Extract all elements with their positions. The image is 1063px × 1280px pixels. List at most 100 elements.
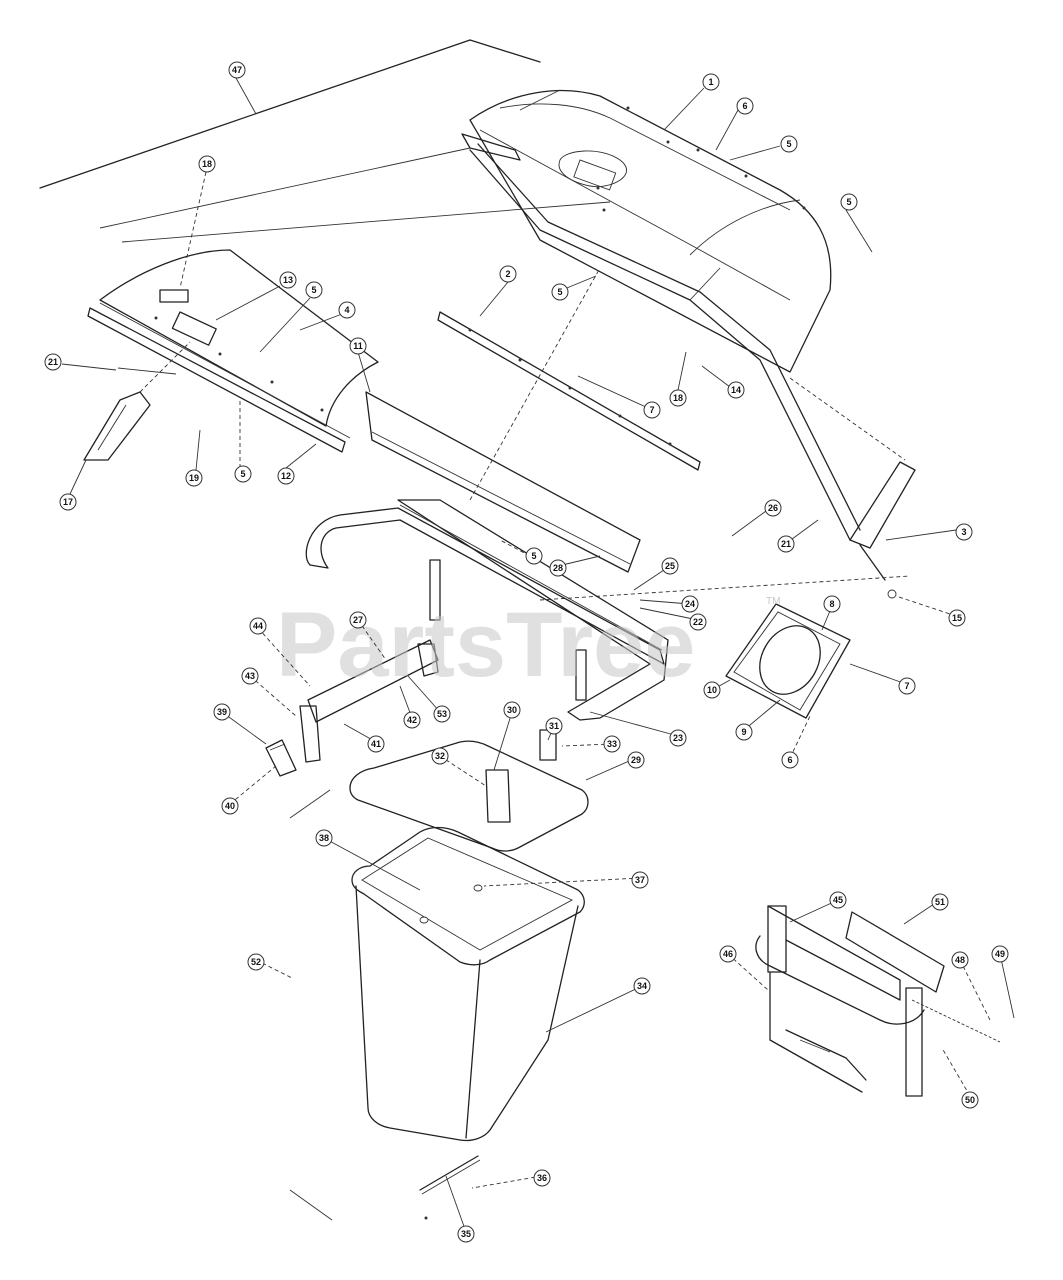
- callout-label: 39: [217, 707, 227, 717]
- callout-27: 27: [349, 611, 367, 629]
- callout-label: 37: [635, 875, 645, 885]
- callout-23: 23: [669, 729, 687, 747]
- callout-label: 42: [407, 715, 417, 725]
- callout-label: 53: [437, 709, 447, 719]
- watermark-trademark: TM: [766, 596, 780, 607]
- callout-label: 1: [708, 77, 713, 87]
- callout-label: 5: [311, 285, 316, 295]
- part-45-bracket-assembly: [755, 905, 1001, 1097]
- callout-21: 21: [44, 353, 62, 371]
- callout-3: 3: [955, 523, 973, 541]
- callout-circle: [703, 681, 721, 699]
- misc-lines: [117, 367, 333, 1221]
- callout-circle: [780, 135, 798, 153]
- callout-5: 5: [780, 135, 798, 153]
- callout-52: 52: [247, 953, 265, 971]
- leader-lines: [61, 77, 1015, 1233]
- callout-label: 5: [846, 197, 851, 207]
- callout-circle: [545, 717, 563, 735]
- callout-label: 34: [637, 981, 647, 991]
- callout-circle: [503, 701, 521, 719]
- callout-circle: [898, 677, 916, 695]
- callout-label: 5: [786, 139, 791, 149]
- callout-circle: [549, 559, 567, 577]
- callout-circle: [349, 611, 367, 629]
- callout-13: 13: [279, 271, 297, 289]
- callout-5: 5: [525, 547, 543, 565]
- callout-circle: [338, 301, 356, 319]
- callout-label: 15: [952, 613, 962, 623]
- callout-label: 22: [693, 617, 703, 627]
- callout-circle: [727, 381, 745, 399]
- callout-label: 27: [353, 615, 363, 625]
- callout-circle: [633, 977, 651, 995]
- callout-51: 51: [931, 893, 949, 911]
- callout-34: 34: [633, 977, 651, 995]
- callout-label: 2: [505, 269, 510, 279]
- callout-label: 52: [251, 957, 261, 967]
- callout-label: 21: [781, 539, 791, 549]
- callout-circle: [736, 97, 754, 115]
- callout-circle: [603, 735, 621, 753]
- part-1-lid: [461, 89, 861, 541]
- callout-circle: [525, 547, 543, 565]
- callout-40: 40: [221, 797, 239, 815]
- callout-21: 21: [777, 535, 795, 553]
- callout-25: 25: [661, 557, 679, 575]
- callout-label: 18: [673, 393, 683, 403]
- callout-circle: [213, 703, 231, 721]
- callout-circle: [702, 73, 720, 91]
- callout-label: 31: [549, 721, 559, 731]
- callout-label: 50: [965, 1095, 975, 1105]
- callout-39: 39: [213, 703, 231, 721]
- part-42-crossbar: [299, 639, 439, 763]
- callout-label: 33: [607, 739, 617, 749]
- callout-label: 32: [435, 751, 445, 761]
- callout-circle: [221, 797, 239, 815]
- callout-label: 19: [189, 473, 199, 483]
- callout-42: 42: [403, 711, 421, 729]
- callout-label: 43: [245, 671, 255, 681]
- callout-circle: [719, 945, 737, 963]
- callout-48: 48: [951, 951, 969, 969]
- part-29-bag-frame: [349, 729, 589, 852]
- callout-circle: [247, 953, 265, 971]
- callout-35: 35: [457, 1225, 475, 1243]
- callout-circle: [689, 613, 707, 631]
- callout-label: 25: [665, 561, 675, 571]
- callout-label: 8: [829, 599, 834, 609]
- callout-circle: [305, 281, 323, 299]
- callout-label: 17: [63, 497, 73, 507]
- part-3-bracket: [539, 377, 916, 601]
- part-35-rod: [419, 1155, 481, 1220]
- callout-30: 30: [503, 701, 521, 719]
- callout-45: 45: [829, 891, 847, 909]
- callout-5: 5: [840, 193, 858, 211]
- callout-7: 7: [643, 401, 661, 419]
- callout-4: 4: [338, 301, 356, 319]
- callout-43: 43: [241, 667, 259, 685]
- callout-15: 15: [948, 609, 966, 627]
- callout-11: 11: [349, 337, 367, 355]
- part-17-handle: [83, 341, 191, 461]
- callout-label: 49: [995, 949, 1005, 959]
- callout-37: 37: [631, 871, 649, 889]
- callout-12: 12: [277, 467, 295, 485]
- callout-circle: [279, 271, 297, 289]
- callout-19: 19: [185, 469, 203, 487]
- callout-circle: [823, 595, 841, 613]
- callout-label: 6: [787, 755, 792, 765]
- callout-28: 28: [549, 559, 567, 577]
- callout-circle: [499, 265, 517, 283]
- part-11-panel: [365, 267, 641, 573]
- callout-circle: [185, 469, 203, 487]
- callout-circle: [627, 751, 645, 769]
- callout-6: 6: [781, 751, 799, 769]
- callout-label: 26: [768, 503, 778, 513]
- callout-53: 53: [433, 705, 451, 723]
- callout-29: 29: [627, 751, 645, 769]
- callout-circle: [44, 353, 62, 371]
- callout-circle: [991, 945, 1009, 963]
- callout-circle: [643, 401, 661, 419]
